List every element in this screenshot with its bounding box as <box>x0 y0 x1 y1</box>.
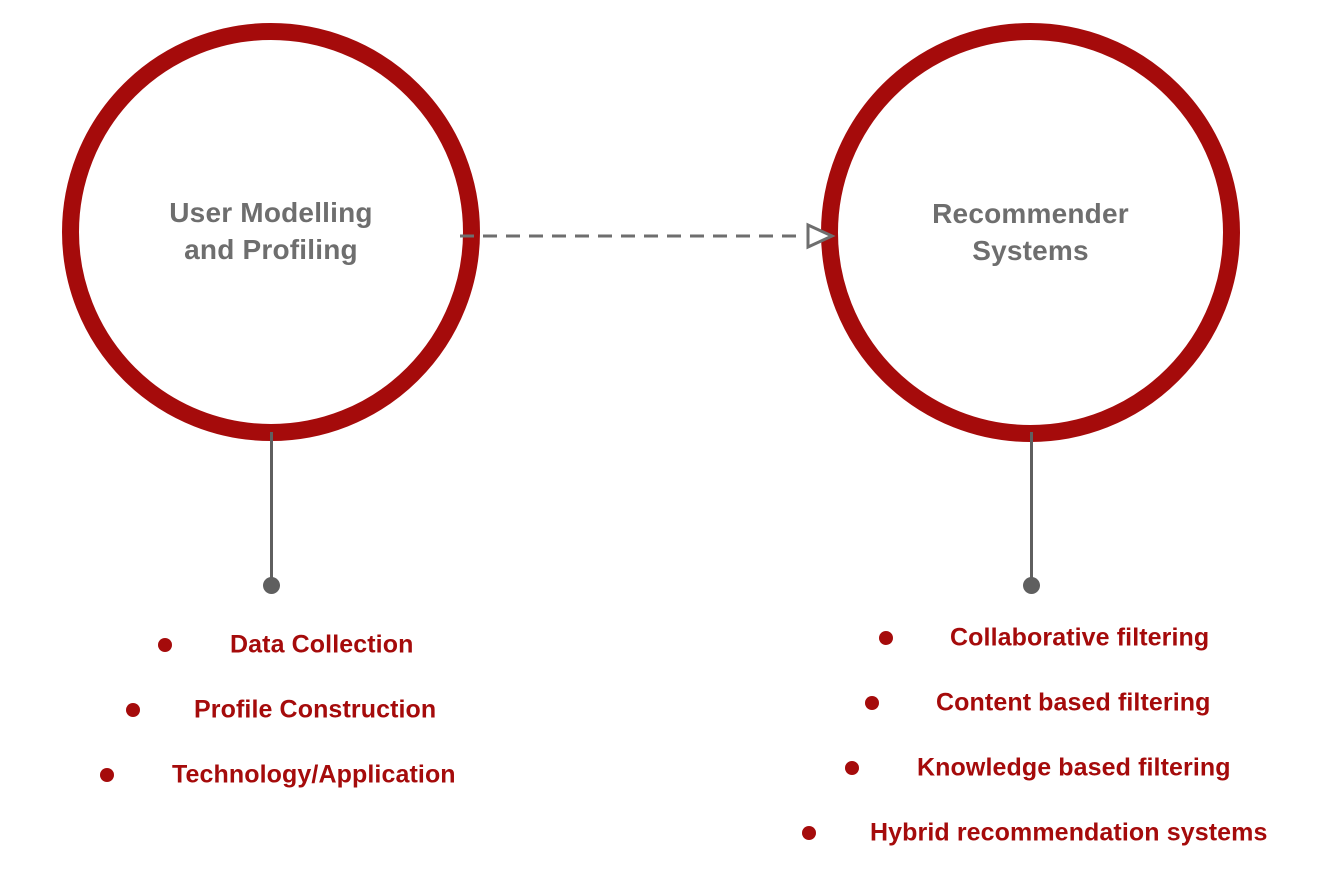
list-item[interactable]: Data Collection <box>60 612 530 677</box>
node-recommender-systems[interactable]: Recommender Systems <box>821 23 1240 442</box>
bullet-dot-icon <box>879 630 893 645</box>
arrowhead-icon <box>806 222 836 250</box>
bullet-dot-icon <box>100 767 114 782</box>
list-item[interactable]: Hybrid recommendation systems <box>760 800 1330 865</box>
list-item[interactable]: Technology/Application <box>60 742 530 807</box>
bullet-dot-icon <box>158 637 172 652</box>
node-label-recommender-systems: Recommender Systems <box>932 197 1129 266</box>
bullet-dot-icon <box>802 825 816 840</box>
list-item[interactable]: Knowledge based filtering <box>760 735 1330 800</box>
bullet-list-recommender-systems: Collaborative filtering Content based fi… <box>760 605 1330 865</box>
dashed-arrow-connector <box>460 222 836 250</box>
list-item[interactable]: Content based filtering <box>760 670 1330 735</box>
connector-dot-left <box>263 577 280 594</box>
list-item-label: Technology/Application <box>172 760 456 788</box>
list-item-label: Knowledge based filtering <box>917 753 1231 781</box>
connector-dot-right <box>1023 577 1040 594</box>
bullet-dot-icon <box>126 702 140 717</box>
list-item[interactable]: Profile Construction <box>60 677 530 742</box>
list-item-label: Content based filtering <box>936 688 1211 716</box>
list-item-label: Collaborative filtering <box>950 623 1210 651</box>
list-item-label: Data Collection <box>230 630 414 658</box>
bullet-dot-icon <box>865 695 879 710</box>
list-item-label: Hybrid recommendation systems <box>870 818 1268 846</box>
connector-stem-right <box>1030 432 1033 582</box>
connector-stem-left <box>270 432 273 582</box>
list-item-label: Profile Construction <box>194 695 437 723</box>
bullet-dot-icon <box>845 760 859 775</box>
bullet-list-user-modelling: Data Collection Profile Construction Tec… <box>60 612 530 807</box>
node-label-user-modelling-and-profiling: User Modelling and Profiling <box>169 197 373 265</box>
node-user-modelling-and-profiling[interactable]: User Modelling and Profiling <box>62 23 480 441</box>
list-item[interactable]: Collaborative filtering <box>760 605 1330 670</box>
